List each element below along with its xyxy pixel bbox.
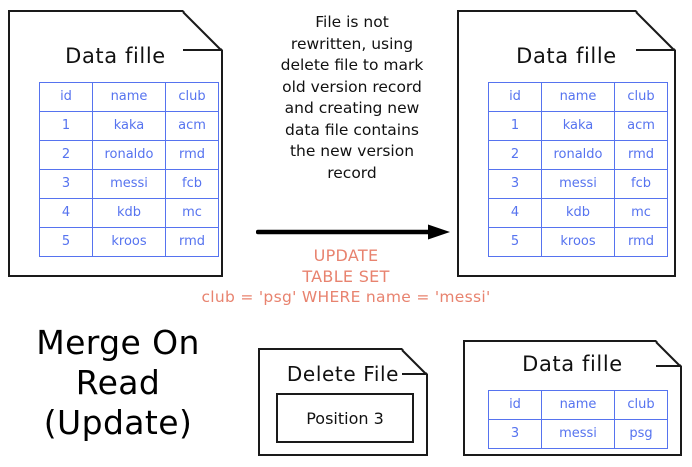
cell-name: ronaldo [92, 140, 166, 170]
table-row: 4 kdb mc [488, 198, 668, 228]
delete-file-title: Delete File [286, 362, 400, 386]
cell-name: kaka [92, 111, 166, 141]
cell-club: rmd [165, 227, 219, 257]
note-line: rewritten, using [290, 34, 414, 53]
cell-name: messi [541, 419, 615, 449]
note-line: data file contains [285, 120, 419, 139]
table-header-row: id name club [488, 390, 668, 420]
result-data-file-card: Data fille id name club 1 kaka acm 2 ron… [457, 10, 676, 277]
cell-id: 5 [488, 227, 542, 257]
table-row: 3 messi psg [488, 419, 668, 449]
cell-name: kdb [92, 198, 166, 228]
cell-name: messi [541, 169, 615, 199]
cell-club: mc [614, 198, 668, 228]
column-header-id: id [488, 390, 542, 420]
cell-club: rmd [614, 227, 668, 257]
cell-club: rmd [165, 140, 219, 170]
cell-name: kroos [92, 227, 166, 257]
cell-id: 1 [39, 111, 93, 141]
column-header-name: name [92, 82, 166, 112]
new-data-file-card: Data fille id name club 3 messi psg [463, 340, 682, 456]
source-file-title: Data fille [65, 44, 166, 68]
table-row: 2 ronaldo rmd [39, 140, 219, 170]
sql-statement-caption: UPDATE TABLE SET club = 'psg' WHERE name… [176, 245, 516, 308]
table-row: 5 kroos rmd [39, 227, 219, 257]
cell-name: kroos [541, 227, 615, 257]
cell-id: 4 [39, 198, 93, 228]
cell-club: acm [165, 111, 219, 141]
cell-id: 3 [488, 169, 542, 199]
table-row: 3 messi fcb [39, 169, 219, 199]
diagram-heading: Merge On Read (Update) [4, 323, 232, 443]
column-header-id: id [488, 82, 542, 112]
page-fold-icon [656, 340, 682, 366]
note-line: delete file to mark [280, 56, 424, 74]
table-row: 4 kdb mc [39, 198, 219, 228]
cell-club: rmd [614, 140, 668, 170]
new-data-file-table: id name club 3 messi psg [488, 390, 668, 449]
delete-position-box: Position 3 [276, 393, 414, 443]
column-header-club: club [614, 82, 668, 112]
column-header-name: name [541, 82, 615, 112]
source-data-file-card: Data fille id name club 1 kaka acm 2 ron… [8, 10, 223, 277]
cell-club: acm [614, 111, 668, 141]
column-header-name: name [541, 390, 615, 420]
page-fold-icon [402, 348, 428, 374]
column-header-id: id [39, 82, 93, 112]
result-file-title: Data fille [516, 44, 617, 68]
note-line: File is not [315, 13, 389, 31]
page-fold-icon [183, 10, 223, 50]
result-file-table: id name club 1 kaka acm 2 ronaldo rmd 3 … [488, 82, 668, 257]
cell-id: 3 [39, 169, 93, 199]
sql-line-1: UPDATE [313, 246, 379, 265]
cell-club: mc [165, 198, 219, 228]
sql-line-3: club = 'psg' WHERE name = 'messi' [201, 288, 491, 306]
cell-name: kdb [541, 198, 615, 228]
cell-id: 4 [488, 198, 542, 228]
cell-name: kaka [541, 111, 615, 141]
source-file-table: id name club 1 kaka acm 2 ronaldo rmd 3 … [39, 82, 219, 257]
cell-id: 2 [488, 140, 542, 170]
table-header-row: id name club [488, 82, 668, 112]
explanation-note: File is not rewritten, using delete file… [252, 12, 452, 184]
cell-club: psg [614, 419, 668, 449]
new-data-file-title: Data fille [522, 352, 623, 376]
cell-id: 2 [39, 140, 93, 170]
cell-name: messi [92, 169, 166, 199]
cell-club: fcb [614, 169, 668, 199]
heading-line-2: Read [75, 363, 161, 402]
cell-name: ronaldo [541, 140, 615, 170]
heading-line-3: (Update) [43, 403, 193, 442]
cell-club: fcb [165, 169, 219, 199]
delete-file-card: Delete File Position 3 [258, 348, 428, 456]
note-line: record [327, 163, 377, 182]
sql-line-2: TABLE SET [302, 267, 390, 286]
table-row: 5 kroos rmd [488, 227, 668, 257]
table-row: 1 kaka acm [39, 111, 219, 141]
flow-arrow-icon [256, 224, 450, 240]
note-line: old version record [282, 77, 422, 96]
column-header-club: club [614, 390, 668, 420]
table-row: 2 ronaldo rmd [488, 140, 668, 170]
heading-line-1: Merge On [36, 323, 200, 362]
table-row: 3 messi fcb [488, 169, 668, 199]
cell-id: 1 [488, 111, 542, 141]
note-line: and creating new [284, 99, 420, 117]
note-line: the new version [289, 142, 415, 160]
table-header-row: id name club [39, 82, 219, 112]
page-fold-icon [636, 10, 676, 50]
cell-id: 5 [39, 227, 93, 257]
cell-id: 3 [488, 419, 542, 449]
table-row: 1 kaka acm [488, 111, 668, 141]
column-header-club: club [165, 82, 219, 112]
